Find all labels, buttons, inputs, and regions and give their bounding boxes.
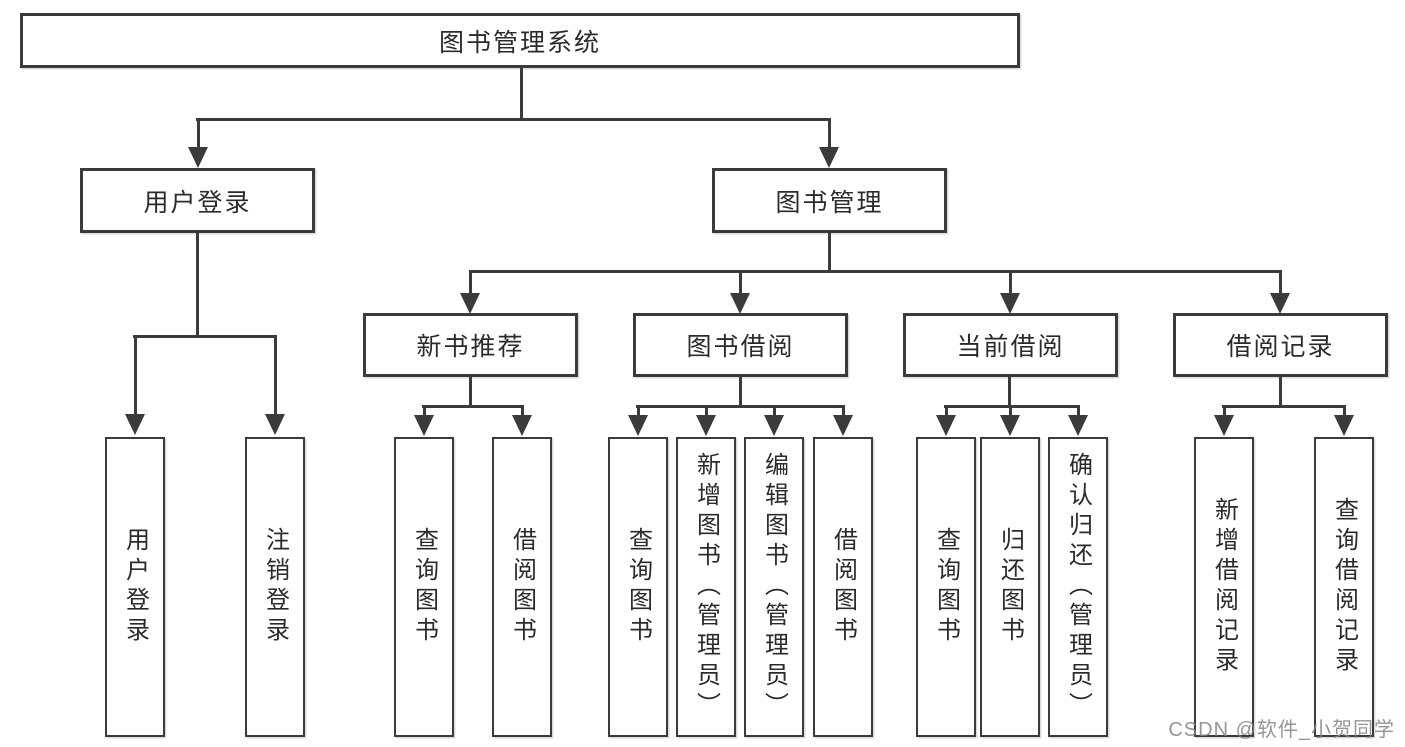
arrow-down-icon bbox=[833, 405, 853, 436]
node-leaf-query-borrow-record: 查询借阅记录 bbox=[1314, 437, 1374, 737]
arrow-shaft bbox=[841, 405, 845, 415]
arrow-down-icon bbox=[936, 405, 956, 436]
connector-stem-book-borrow bbox=[739, 377, 742, 407]
node-new-book-recommend: 新书推荐 bbox=[363, 313, 578, 377]
connector-stem-current-borrow bbox=[1008, 377, 1011, 407]
arrow-tip-icon bbox=[125, 414, 145, 435]
arrow-down-icon bbox=[1214, 405, 1234, 436]
arrow-tip-icon bbox=[1000, 415, 1020, 436]
node-leaf-query-books-current: 查询图书 bbox=[916, 437, 976, 737]
connector-hline-book-borrow bbox=[636, 405, 845, 408]
arrow-shaft bbox=[944, 405, 948, 415]
arrow-shaft bbox=[636, 405, 640, 415]
arrow-tip-icon bbox=[1334, 415, 1354, 436]
arrow-down-icon bbox=[125, 335, 145, 435]
arrow-tip-icon bbox=[188, 147, 208, 168]
node-leaf-edit-book-admin: 编辑图书（管理员） bbox=[744, 437, 804, 737]
connector-hline-current-borrow bbox=[944, 405, 1080, 408]
arrow-tip-icon bbox=[1000, 293, 1020, 314]
arrow-down-icon bbox=[460, 270, 480, 314]
node-leaf-logout: 注销登录 bbox=[245, 437, 305, 737]
arrow-tip-icon bbox=[696, 415, 716, 436]
node-leaf-query-books-borrow: 查询图书 bbox=[608, 437, 668, 737]
node-book-management: 图书管理 bbox=[712, 168, 947, 233]
arrow-shaft bbox=[273, 335, 277, 414]
arrow-down-icon bbox=[1334, 405, 1354, 436]
arrow-shaft bbox=[468, 270, 472, 293]
node-leaf-add-borrow-record: 新增借阅记录 bbox=[1194, 437, 1254, 737]
node-leaf-user-login: 用户登录 bbox=[105, 437, 165, 737]
arrow-shaft bbox=[1342, 405, 1346, 415]
csdn-watermark: CSDN @软件_小贺同学 bbox=[1168, 719, 1395, 741]
arrow-down-icon bbox=[1068, 405, 1088, 436]
node-leaf-borrow-book-recommend: 借阅图书 bbox=[492, 437, 552, 737]
node-leaf-borrow-book: 借阅图书 bbox=[813, 437, 873, 737]
arrow-tip-icon bbox=[628, 415, 648, 436]
node-root: 图书管理系统 bbox=[20, 13, 1020, 68]
node-leaf-confirm-return-admin: 确认归还（管理员） bbox=[1048, 437, 1108, 737]
node-leaf-query-books-recommend: 查询图书 bbox=[394, 437, 454, 737]
connector-stem-borrow-records bbox=[1279, 377, 1282, 407]
arrow-tip-icon bbox=[1214, 415, 1234, 436]
connector-hline-book-management bbox=[469, 270, 1282, 273]
node-leaf-add-book-admin: 新增图书（管理员） bbox=[676, 437, 736, 737]
connector-hline-root bbox=[196, 118, 831, 121]
arrow-down-icon bbox=[512, 405, 532, 436]
connector-stem-user-login bbox=[196, 233, 199, 337]
connector-stem-new-book-recommend bbox=[469, 377, 472, 407]
arrow-shaft bbox=[520, 405, 524, 415]
arrow-shaft bbox=[1008, 405, 1012, 415]
arrow-down-icon bbox=[730, 270, 750, 314]
arrow-shaft bbox=[704, 405, 708, 415]
arrow-shaft bbox=[196, 118, 200, 147]
arrow-tip-icon bbox=[414, 415, 434, 436]
arrow-tip-icon bbox=[512, 415, 532, 436]
arrow-tip-icon bbox=[265, 414, 285, 435]
arrow-shaft bbox=[1222, 405, 1226, 415]
connector-stem-root bbox=[520, 68, 523, 120]
node-book-borrow: 图书借阅 bbox=[633, 313, 848, 377]
arrow-down-icon bbox=[265, 335, 285, 435]
arrow-down-icon bbox=[1000, 405, 1020, 436]
arrow-tip-icon bbox=[764, 415, 784, 436]
node-current-borrow: 当前借阅 bbox=[903, 313, 1118, 377]
arrow-shaft bbox=[738, 270, 742, 293]
arrow-tip-icon bbox=[819, 147, 839, 168]
arrow-tip-icon bbox=[936, 415, 956, 436]
arrow-down-icon bbox=[764, 405, 784, 436]
arrow-tip-icon bbox=[460, 293, 480, 314]
arrow-tip-icon bbox=[1068, 415, 1088, 436]
arrow-down-icon bbox=[1270, 270, 1290, 314]
arrow-shaft bbox=[1008, 270, 1012, 293]
connector-hline-user-login bbox=[133, 335, 277, 338]
connector-stem-book-management bbox=[828, 233, 831, 273]
arrow-down-icon bbox=[819, 118, 839, 168]
node-leaf-return-book: 归还图书 bbox=[980, 437, 1040, 737]
arrow-down-icon bbox=[696, 405, 716, 436]
arrow-down-icon bbox=[188, 118, 208, 168]
arrow-down-icon bbox=[1000, 270, 1020, 314]
arrow-shaft bbox=[133, 335, 137, 414]
arrow-shaft bbox=[1278, 270, 1282, 293]
arrow-shaft bbox=[422, 405, 426, 415]
arrow-down-icon bbox=[414, 405, 434, 436]
connector-hline-borrow-records bbox=[1222, 405, 1346, 408]
arrow-shaft bbox=[1076, 405, 1080, 415]
arrow-shaft bbox=[772, 405, 776, 415]
arrow-tip-icon bbox=[833, 415, 853, 436]
arrow-shaft bbox=[827, 118, 831, 147]
arrow-tip-icon bbox=[1270, 293, 1290, 314]
connector-hline-new-book-recommend bbox=[422, 405, 524, 408]
arrow-down-icon bbox=[628, 405, 648, 436]
node-user-login: 用户登录 bbox=[80, 168, 315, 233]
node-borrow-records: 借阅记录 bbox=[1173, 313, 1388, 377]
arrow-tip-icon bbox=[730, 293, 750, 314]
